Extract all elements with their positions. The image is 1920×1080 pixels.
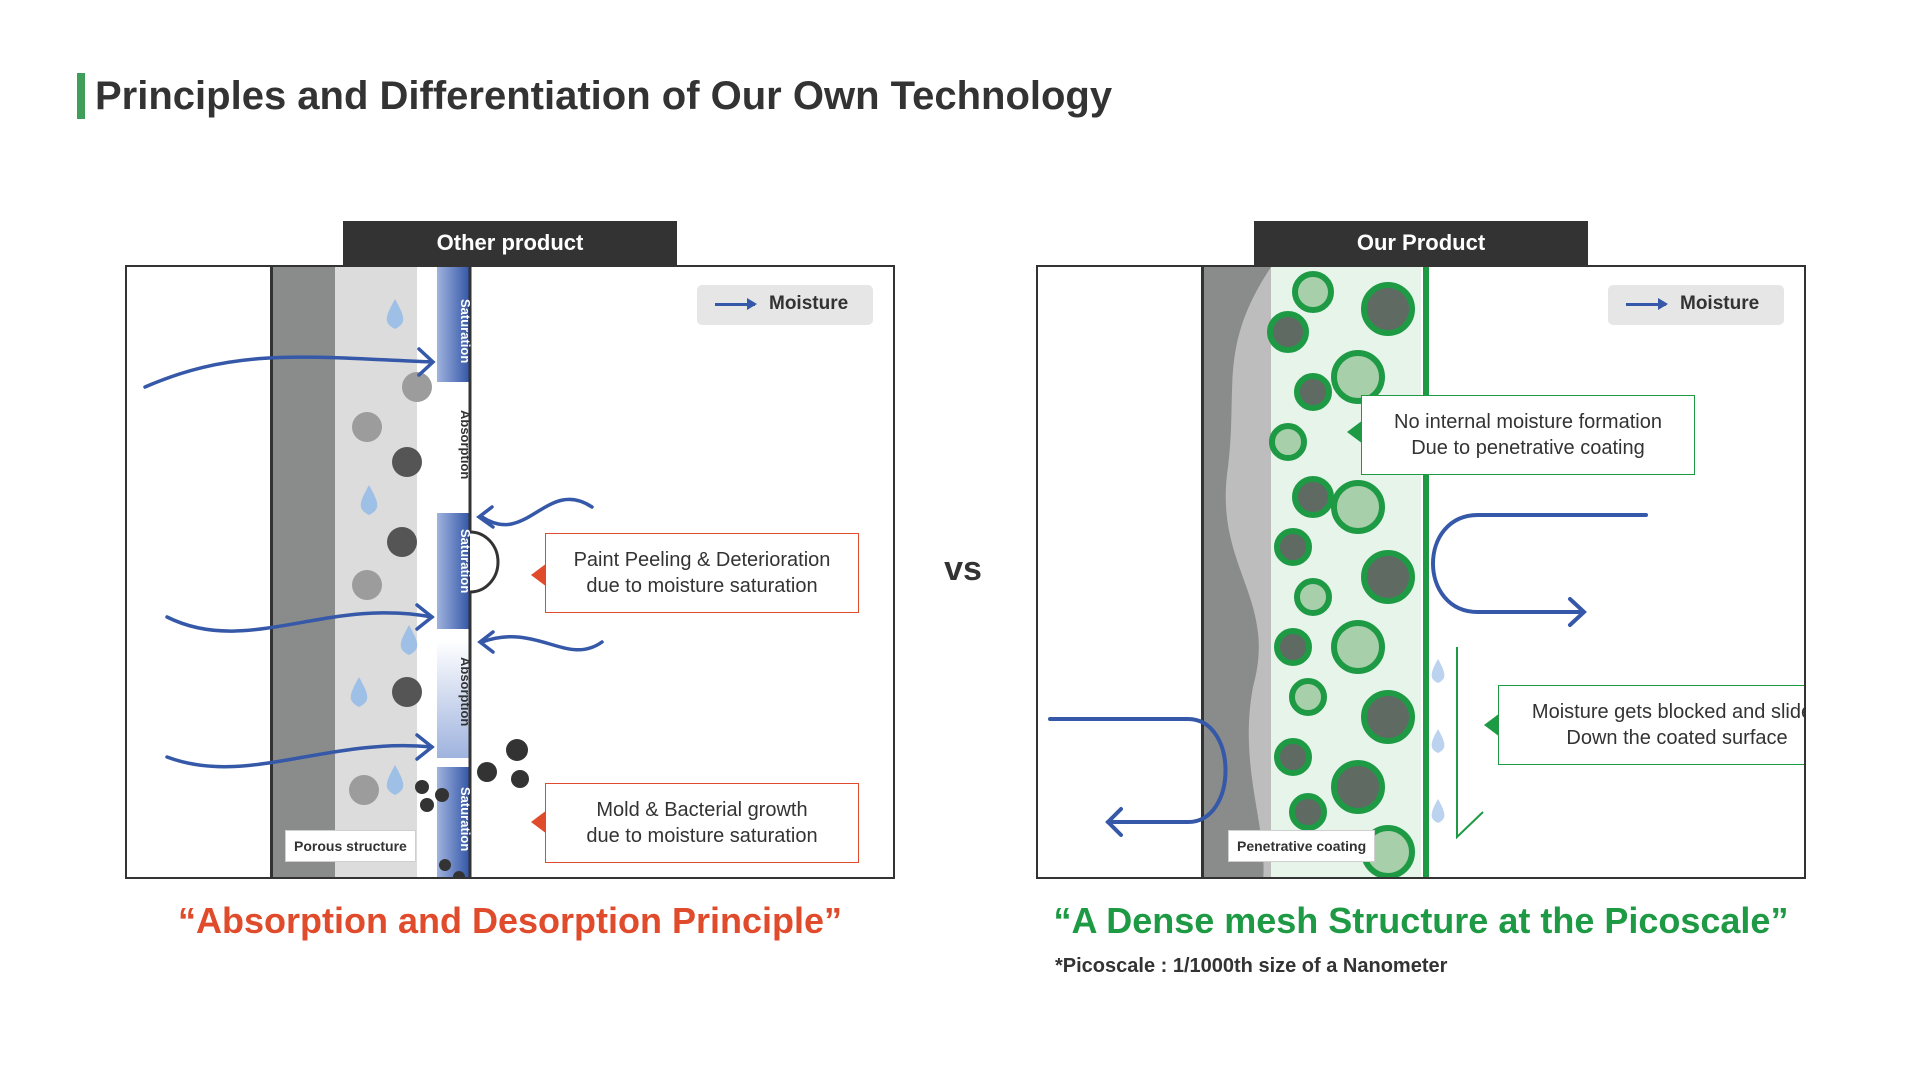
saturation-strip (437, 267, 469, 382)
slide-down-arrow (1456, 647, 1484, 840)
moisture-legend: Moisture (1608, 285, 1784, 325)
absorption-strip (437, 640, 469, 758)
layer-label-saturation: Saturation (458, 299, 473, 364)
absorption-strip (437, 395, 469, 513)
porous-layer (335, 267, 417, 877)
our-product-illustration (1048, 267, 1648, 877)
layer-label-saturation: Saturation (458, 529, 473, 594)
moisture-legend-label: Moisture (769, 293, 849, 314)
mold-bacteria (415, 739, 529, 877)
callout-pointer (1484, 713, 1500, 737)
footnote-picoscale: *Picoscale : 1/1000th size of a Nanomete… (1055, 955, 1448, 977)
mesh-particles (1267, 271, 1415, 877)
porous-particles (349, 372, 432, 805)
layer-label-absorption: Absorption (458, 657, 473, 727)
concrete-layer (270, 267, 335, 877)
caption-other-product: “Absorption and Desorption Principle” (177, 900, 843, 941)
water-drops (1431, 659, 1445, 823)
saturation-strip (437, 513, 469, 629)
title-accent-bar (77, 73, 85, 119)
saturation-strip (437, 767, 469, 877)
tag-penetrative-coating: Penetrative coating (1228, 830, 1376, 862)
callout-pointer (531, 810, 547, 834)
other-product-panel: Moisture Saturation Absorption Saturatio… (125, 265, 895, 879)
moisture-arrows (1048, 513, 1648, 837)
callout-pointer (531, 563, 547, 587)
moisture-arrow-icon (715, 298, 757, 310)
vs-label: vs (944, 550, 982, 588)
other-product-illustration (143, 267, 604, 877)
paint-bubble (469, 530, 500, 594)
page-title: Principles and Differentiation of Our Ow… (95, 74, 1113, 118)
callout-pointer (1347, 420, 1363, 444)
water-drops (350, 299, 418, 795)
moisture-legend: Moisture (697, 285, 873, 325)
layer-label-absorption: Absorption (458, 410, 473, 480)
moisture-legend-label: Moisture (1680, 293, 1760, 314)
tab-other-product: Other product (343, 221, 677, 265)
moisture-arrows (143, 347, 604, 769)
tab-our-product: Our Product (1254, 221, 1588, 265)
tag-porous-structure: Porous structure (285, 830, 416, 862)
layer-label-saturation: Saturation (458, 787, 473, 852)
caption-our-product: “A Dense mesh Structure at the Picoscale… (1053, 900, 1789, 941)
moisture-arrow-icon (1626, 298, 1668, 310)
